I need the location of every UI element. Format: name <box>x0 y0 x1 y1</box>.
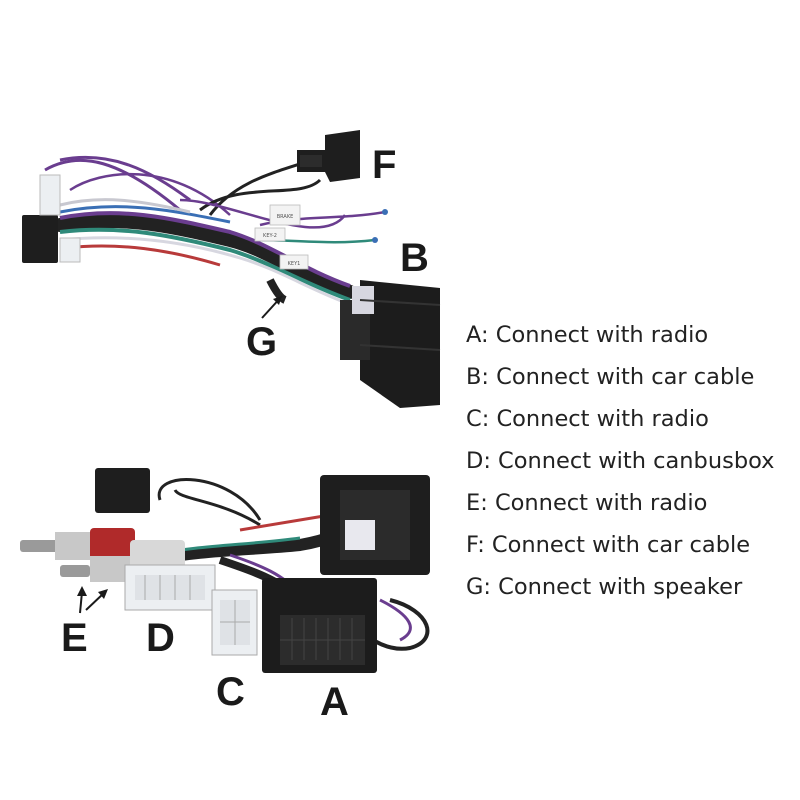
connector-f <box>297 130 360 182</box>
top-right-black-connector <box>320 475 430 575</box>
legend-item-c: C: Connect with radio <box>466 406 709 432</box>
legend-item-e: E: Connect with radio <box>466 490 708 516</box>
connector-c <box>211 589 258 656</box>
tag-key1: KEY1 <box>288 261 301 267</box>
legend-item-f: F: Connect with car cable <box>466 532 751 558</box>
tag-brake: BRAKE <box>277 214 294 220</box>
connector-d <box>124 564 216 611</box>
connector-a <box>262 578 377 673</box>
label-d: D <box>146 616 175 660</box>
label-a: A <box>320 680 349 724</box>
label-b: B <box>400 236 429 280</box>
connector-b <box>340 280 441 408</box>
label-f: F <box>372 143 397 187</box>
top-harness: BRAKE KEY-2 KEY1 <box>22 130 441 408</box>
legend-list: A: Connect with radio B: Connect with ca… <box>466 318 800 612</box>
label-e: E <box>61 616 88 660</box>
label-g: G <box>246 320 278 364</box>
legend-item-d: D: Connect with canbusbox <box>466 448 775 474</box>
bottom-harness <box>20 468 430 673</box>
label-c: C <box>216 670 245 714</box>
legend-item-a: A: Connect with radio <box>466 322 709 348</box>
legend-item-g: G: Connect with speaker <box>466 574 743 600</box>
tag-key2: KEY-2 <box>263 233 277 239</box>
legend-item-b: B: Connect with car cable <box>466 364 755 390</box>
left-black-connector <box>22 215 58 263</box>
small-black-connector <box>95 468 150 513</box>
